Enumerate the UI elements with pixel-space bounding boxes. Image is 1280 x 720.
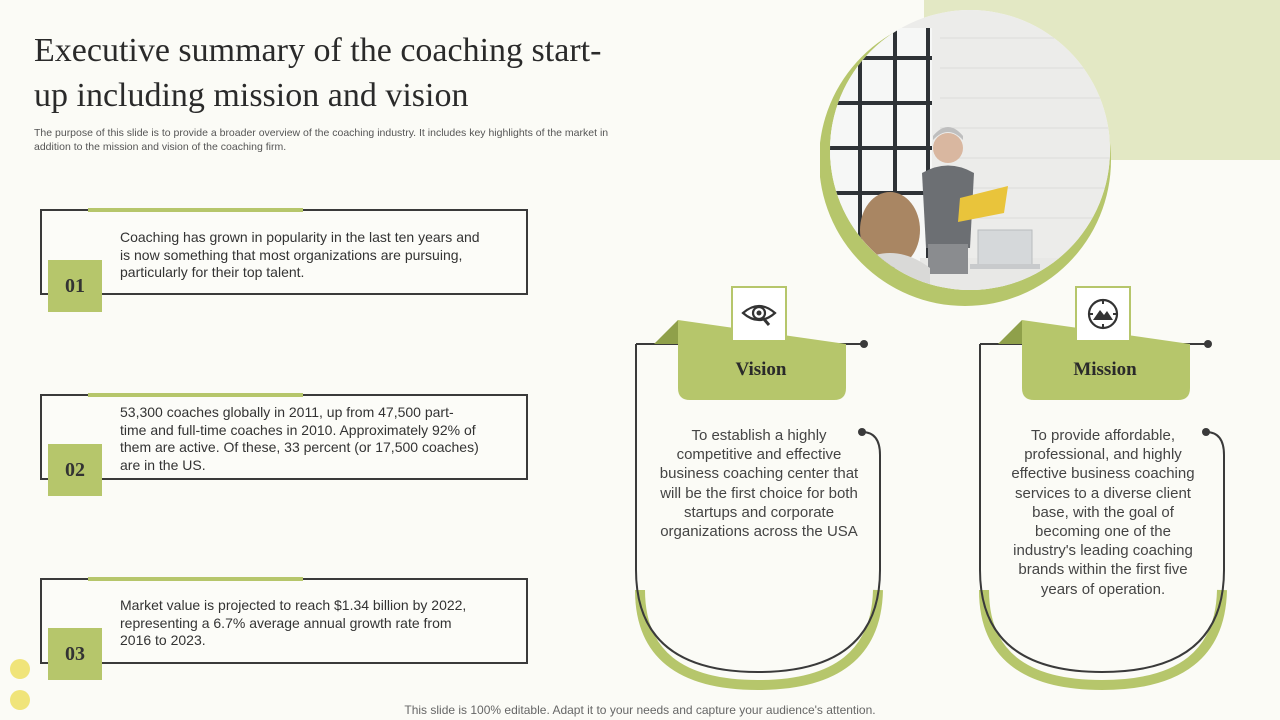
- decor-dot-1: [10, 659, 30, 679]
- mission-icon-box: [1075, 286, 1131, 342]
- highlight-number-1: 01: [48, 260, 102, 312]
- mission-text: To provide affordable, professional, and…: [1011, 427, 1195, 598]
- vision-card: [635, 320, 883, 690]
- highlight-box-1: [40, 209, 528, 295]
- highlight-accent-2: [88, 393, 303, 397]
- vision-text: To establish a highly competitive and ef…: [659, 427, 859, 541]
- page-title: Executive summary of the coaching start-…: [34, 32, 602, 114]
- eye-magnifier-icon: [741, 304, 777, 326]
- highlight-text-3: Market value is projected to reach $1.34…: [120, 597, 467, 648]
- highlight-accent-1: [88, 208, 303, 212]
- mission-label: Mission: [1073, 359, 1137, 380]
- decor-dot-2: [10, 690, 30, 710]
- page-subtitle: The purpose of this slide is to provide …: [34, 127, 609, 153]
- mission-card: [979, 320, 1227, 690]
- highlight-box-2: [40, 394, 528, 480]
- footer-note: This slide is 100% editable. Adapt it to…: [404, 703, 876, 717]
- vision-icon-box: [731, 286, 787, 342]
- coaching-photo: [819, 8, 1120, 308]
- highlight-text-1: Coaching has grown in popularity in the …: [120, 229, 480, 280]
- mountain-target-icon: [1087, 298, 1119, 330]
- highlight-number-3: 03: [48, 628, 102, 680]
- highlight-accent-3: [88, 577, 303, 581]
- vision-label: Vision: [735, 359, 787, 380]
- highlight-text-2: 53,300 coaches globally in 2011, up from…: [120, 404, 479, 473]
- highlight-number-2: 02: [48, 444, 102, 496]
